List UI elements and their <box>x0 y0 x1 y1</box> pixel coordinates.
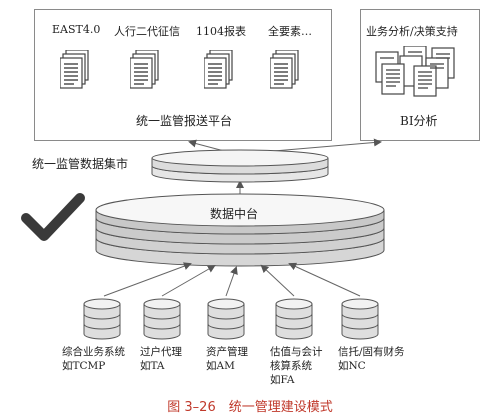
source-label-4: 信托/固有财务 如NC <box>338 345 405 373</box>
arrow-mart-to-bi <box>261 138 382 153</box>
source-label-2: 资产管理 如AM <box>206 345 248 373</box>
source-2-line1: 资产管理 <box>206 346 248 358</box>
data-platform-disk <box>95 193 385 267</box>
source-2-line2: 如AM <box>206 360 235 372</box>
database-icon-4 <box>341 298 379 340</box>
source-label-3: 估值与会计 核算系统 如FA <box>270 345 323 387</box>
arrow-src-1 <box>161 265 216 297</box>
database-icon-0 <box>83 298 121 340</box>
report-item-credit: 人行二代征信 <box>114 25 180 38</box>
source-1-line1: 过户代理 <box>140 346 182 358</box>
source-3-line3: 如FA <box>270 374 295 386</box>
source-label-0: 综合业务系统 如TCMP <box>62 345 125 373</box>
document-icon-all <box>270 50 299 89</box>
database-icon-2 <box>207 298 245 340</box>
document-icon-credit <box>130 50 159 89</box>
source-4-line1: 信托/固有财务 <box>338 346 405 358</box>
report-item-1104: 1104报表 <box>196 25 246 38</box>
source-db-group <box>83 298 379 340</box>
data-mart-label: 统一监管数据集市 <box>32 157 129 171</box>
bi-item: 业务分析/决策支持 <box>366 25 458 38</box>
arrow-src-3 <box>260 264 295 297</box>
source-3-line1: 估值与会计 <box>270 346 323 358</box>
document-icon-1104 <box>204 50 233 89</box>
data-platform-label: 数据中台 <box>210 207 259 221</box>
figure-caption: 图 3–26 统一管理建设模式 <box>167 400 333 415</box>
database-icon-1 <box>143 298 181 340</box>
report-item-all: 全要素… <box>268 25 312 38</box>
source-label-1: 过户代理 如TA <box>140 345 182 373</box>
arrow-src-4 <box>288 262 361 297</box>
arrow-src-2 <box>225 266 238 297</box>
source-1-line2: 如TA <box>140 360 165 372</box>
data-mart-disk <box>151 149 329 183</box>
arrow-src-0 <box>103 262 192 297</box>
source-0-line2: 如TCMP <box>62 360 106 372</box>
document-icon-east <box>60 50 89 89</box>
source-4-line2: 如NC <box>338 360 366 372</box>
source-3-line2: 核算系统 <box>270 360 312 372</box>
report-platform-title: 统一监管报送平台 <box>136 114 233 128</box>
source-0-line1: 综合业务系统 <box>62 346 125 358</box>
bi-platform-title: BI分析 <box>400 114 438 128</box>
report-item-east: EAST4.0 <box>52 23 101 36</box>
checkmark-icon <box>21 193 85 241</box>
database-icon-3 <box>275 298 313 340</box>
document-stack-icon-bi <box>375 46 455 97</box>
